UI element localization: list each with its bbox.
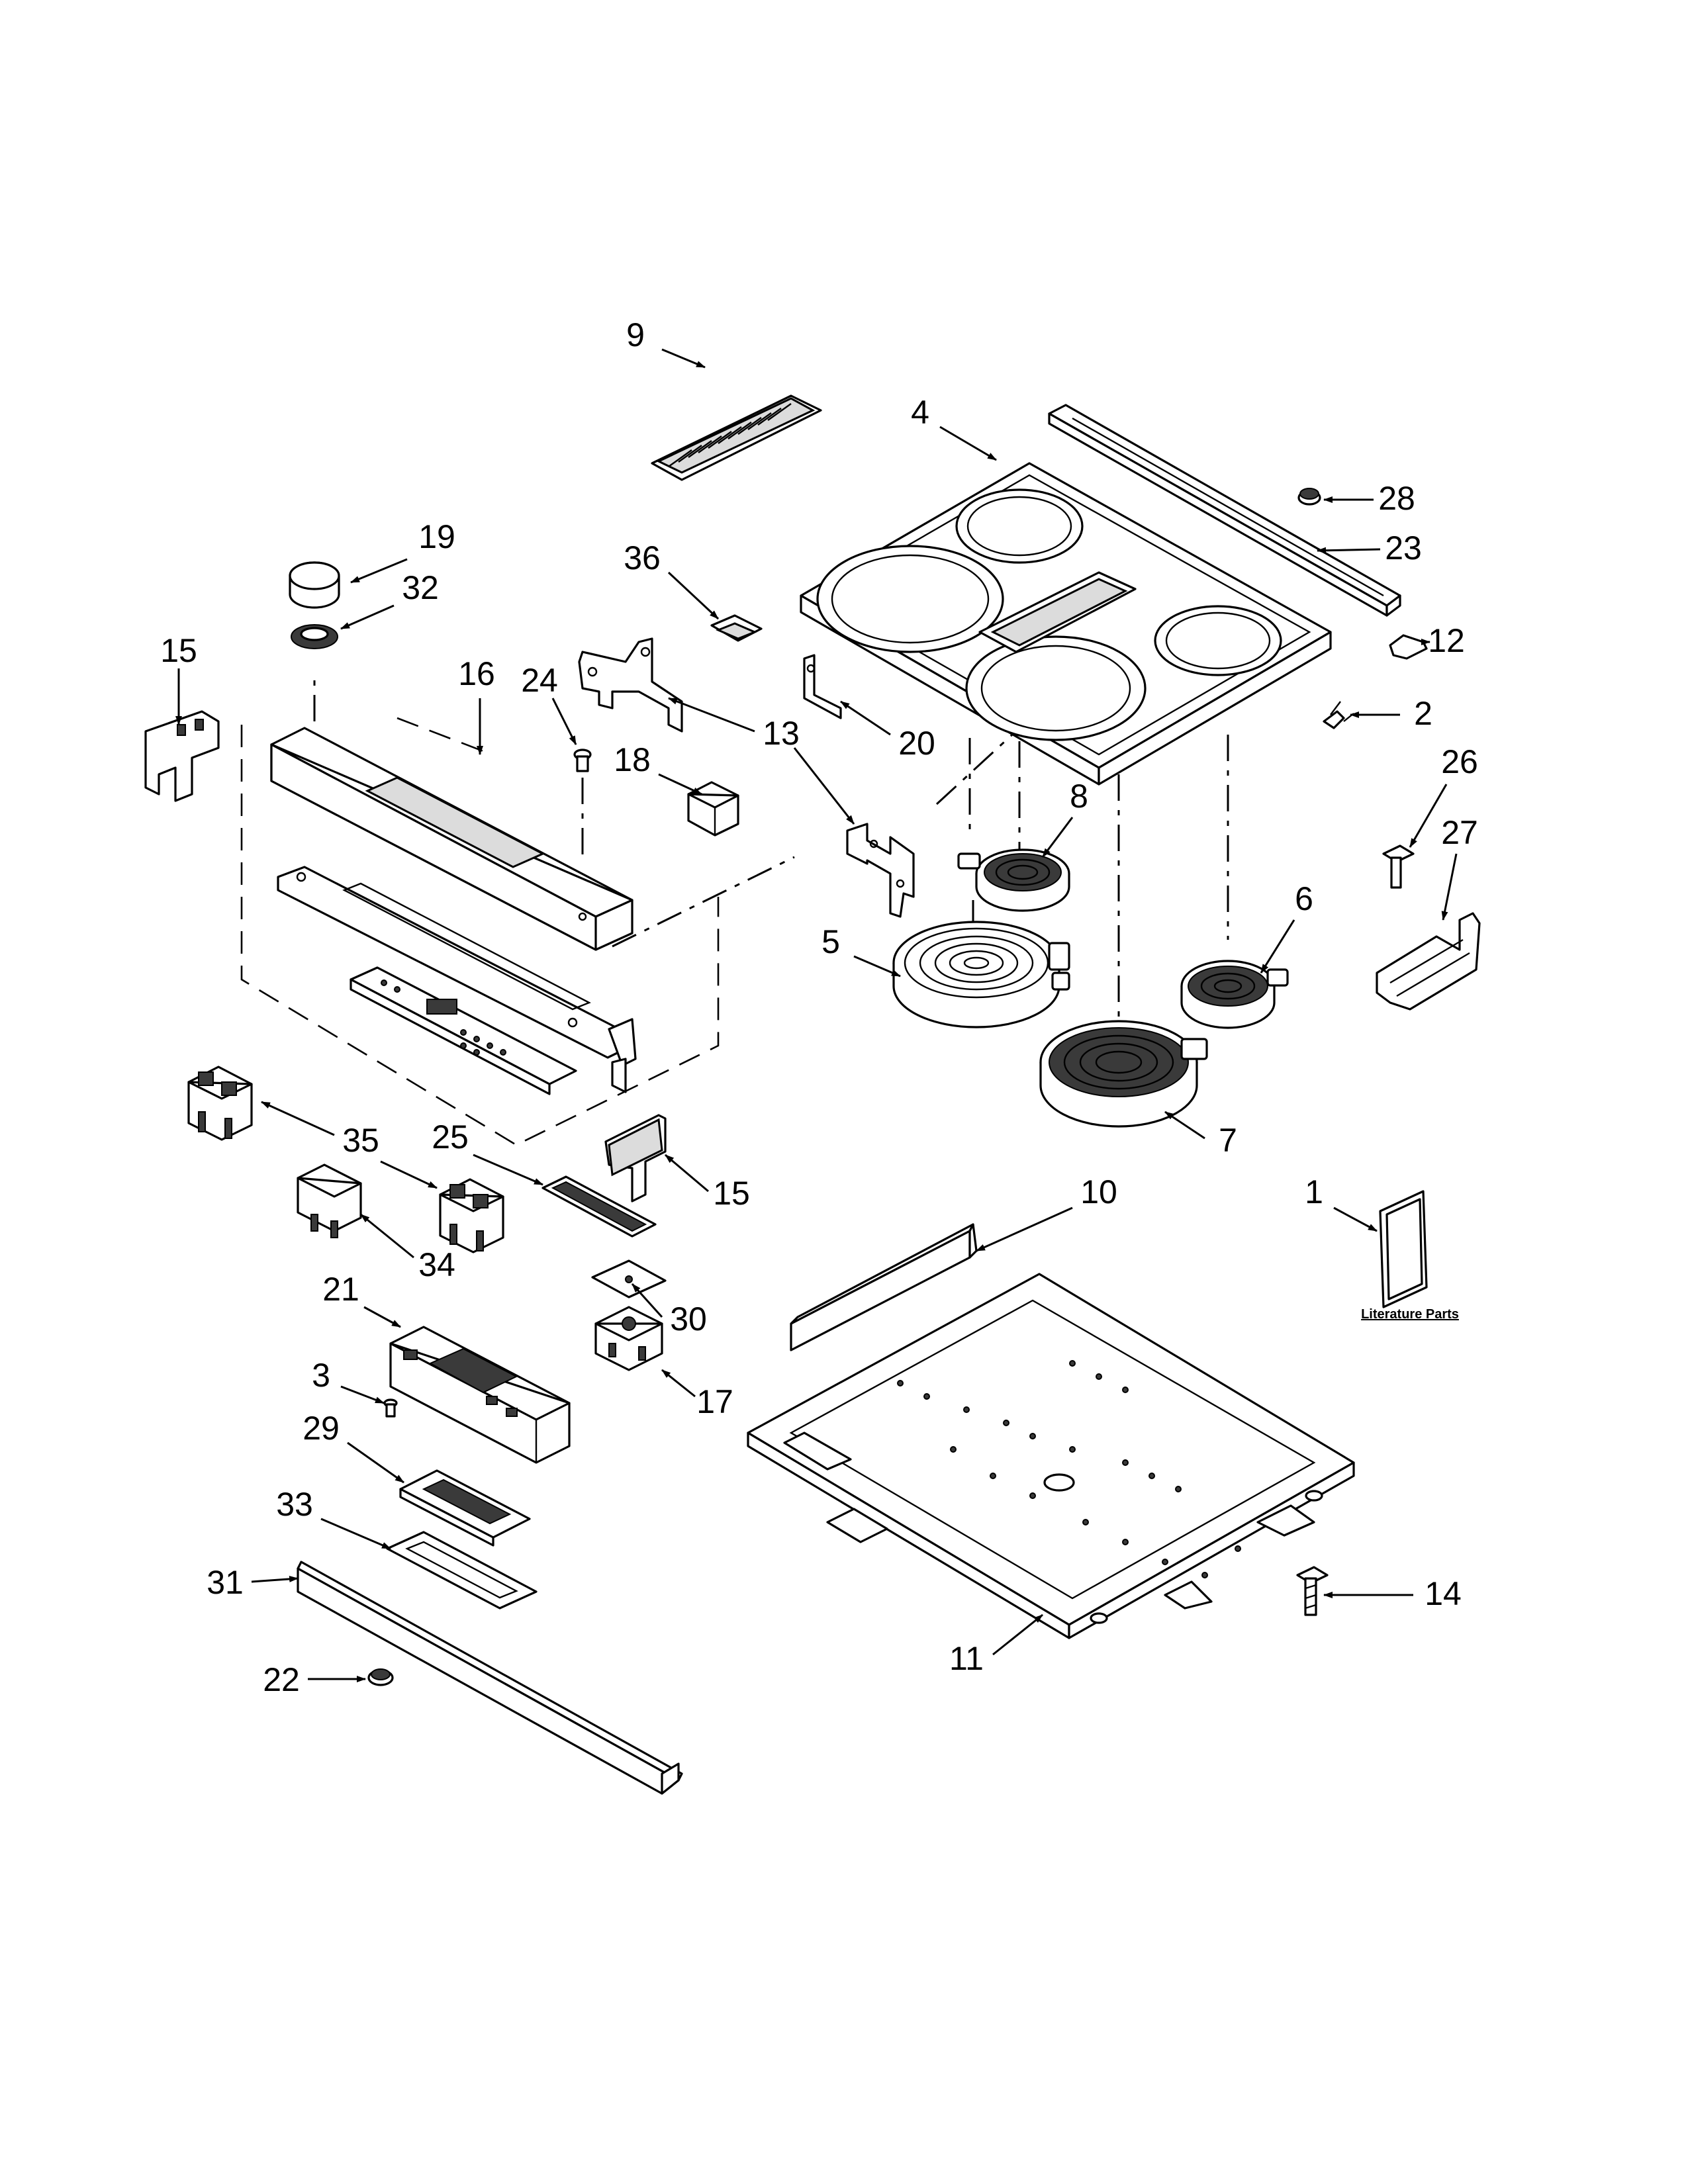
callout-31: 31 [207, 1564, 244, 1601]
callout-21: 21 [322, 1271, 359, 1308]
callout-13-upper: 13 [763, 715, 800, 752]
callout-18: 18 [614, 741, 651, 778]
callout-30: 30 [670, 1300, 707, 1338]
callout-7: 7 [1219, 1122, 1237, 1159]
callout-14: 14 [1425, 1575, 1462, 1612]
power-relay [297, 1163, 362, 1238]
callout-3: 3 [312, 1357, 330, 1394]
callout-36: 36 [624, 539, 661, 576]
callout-2: 2 [1414, 695, 1432, 732]
switch-upper-left [144, 710, 220, 802]
relay-block-right [439, 1178, 504, 1253]
callout-4: 4 [911, 394, 929, 431]
callout-35: 35 [342, 1122, 379, 1159]
callout-15-lower: 15 [713, 1175, 750, 1212]
callout-9: 9 [626, 316, 645, 353]
small-button [367, 1668, 394, 1686]
assembly-lines [240, 675, 1229, 1146]
callout-20: 20 [898, 725, 935, 762]
side-bracket-upper [578, 637, 683, 733]
relay-block-left [187, 1066, 253, 1141]
callout-25: 25 [432, 1118, 469, 1156]
surface-element-large-front [892, 921, 1070, 1028]
callout-22: 22 [263, 1661, 300, 1698]
console-screw [573, 749, 592, 772]
spring-clip [1323, 701, 1354, 729]
surface-element-small-rear [957, 848, 1070, 912]
small-bracket [710, 614, 763, 642]
screw-upper-right [1382, 844, 1415, 889]
callout-15-left: 15 [160, 632, 197, 669]
callout-16: 16 [458, 655, 495, 692]
callout-8: 8 [1070, 778, 1088, 815]
console-frame [277, 866, 637, 1093]
side-bracket-lower [846, 823, 915, 918]
knob [289, 561, 340, 609]
callout-1: 1 [1305, 1173, 1323, 1210]
callout-28: 28 [1378, 480, 1415, 517]
leveling-screw [1296, 1566, 1329, 1616]
infinite-switch [594, 1306, 663, 1371]
callout-17: 17 [696, 1383, 733, 1420]
literature-booklet: Literature Parts [1361, 1190, 1459, 1322]
control-board [350, 966, 577, 1095]
callout-12: 12 [1428, 622, 1465, 659]
callout-33: 33 [276, 1486, 313, 1523]
surface-element-large-right [1039, 1020, 1208, 1128]
switch-lower [604, 1114, 667, 1203]
membrane-panel [541, 1175, 657, 1238]
callouts: 9 4 28 23 12 2 19 32 36 15 16 24 13 20 1… [160, 316, 1478, 1698]
control-screw [383, 1398, 398, 1418]
callout-10: 10 [1080, 1173, 1117, 1210]
clip [1389, 634, 1428, 660]
callout-19: 19 [418, 518, 455, 555]
support-bracket [1376, 912, 1481, 1011]
literature-parts-label: Literature Parts [1361, 1307, 1459, 1322]
rear-trim [1048, 404, 1401, 617]
callout-24: 24 [521, 662, 558, 699]
display-board [399, 1469, 531, 1547]
relay [687, 781, 739, 837]
bottom-rear-rail [790, 1223, 978, 1351]
electronic-control [389, 1326, 571, 1464]
callout-23: 23 [1385, 529, 1422, 567]
callout-34: 34 [418, 1246, 455, 1283]
callout-6: 6 [1295, 880, 1313, 917]
control-console-panel [270, 727, 633, 951]
bracket-small [803, 654, 842, 719]
callout-5: 5 [821, 923, 840, 960]
display-shield [386, 1531, 538, 1610]
callout-32: 32 [402, 569, 439, 606]
cooktop-glass [800, 462, 1332, 786]
front-trim-rail [297, 1561, 683, 1795]
mounting-plate [591, 1259, 667, 1298]
vent-grille [651, 394, 822, 481]
callout-26: 26 [1441, 743, 1478, 780]
surface-element-small-right [1180, 960, 1289, 1029]
bumper [1297, 488, 1321, 506]
callout-11: 11 [949, 1640, 984, 1677]
knob-ring [291, 624, 338, 649]
bottom-panel [747, 1273, 1355, 1639]
callout-27: 27 [1441, 814, 1478, 851]
callout-29: 29 [303, 1410, 340, 1447]
